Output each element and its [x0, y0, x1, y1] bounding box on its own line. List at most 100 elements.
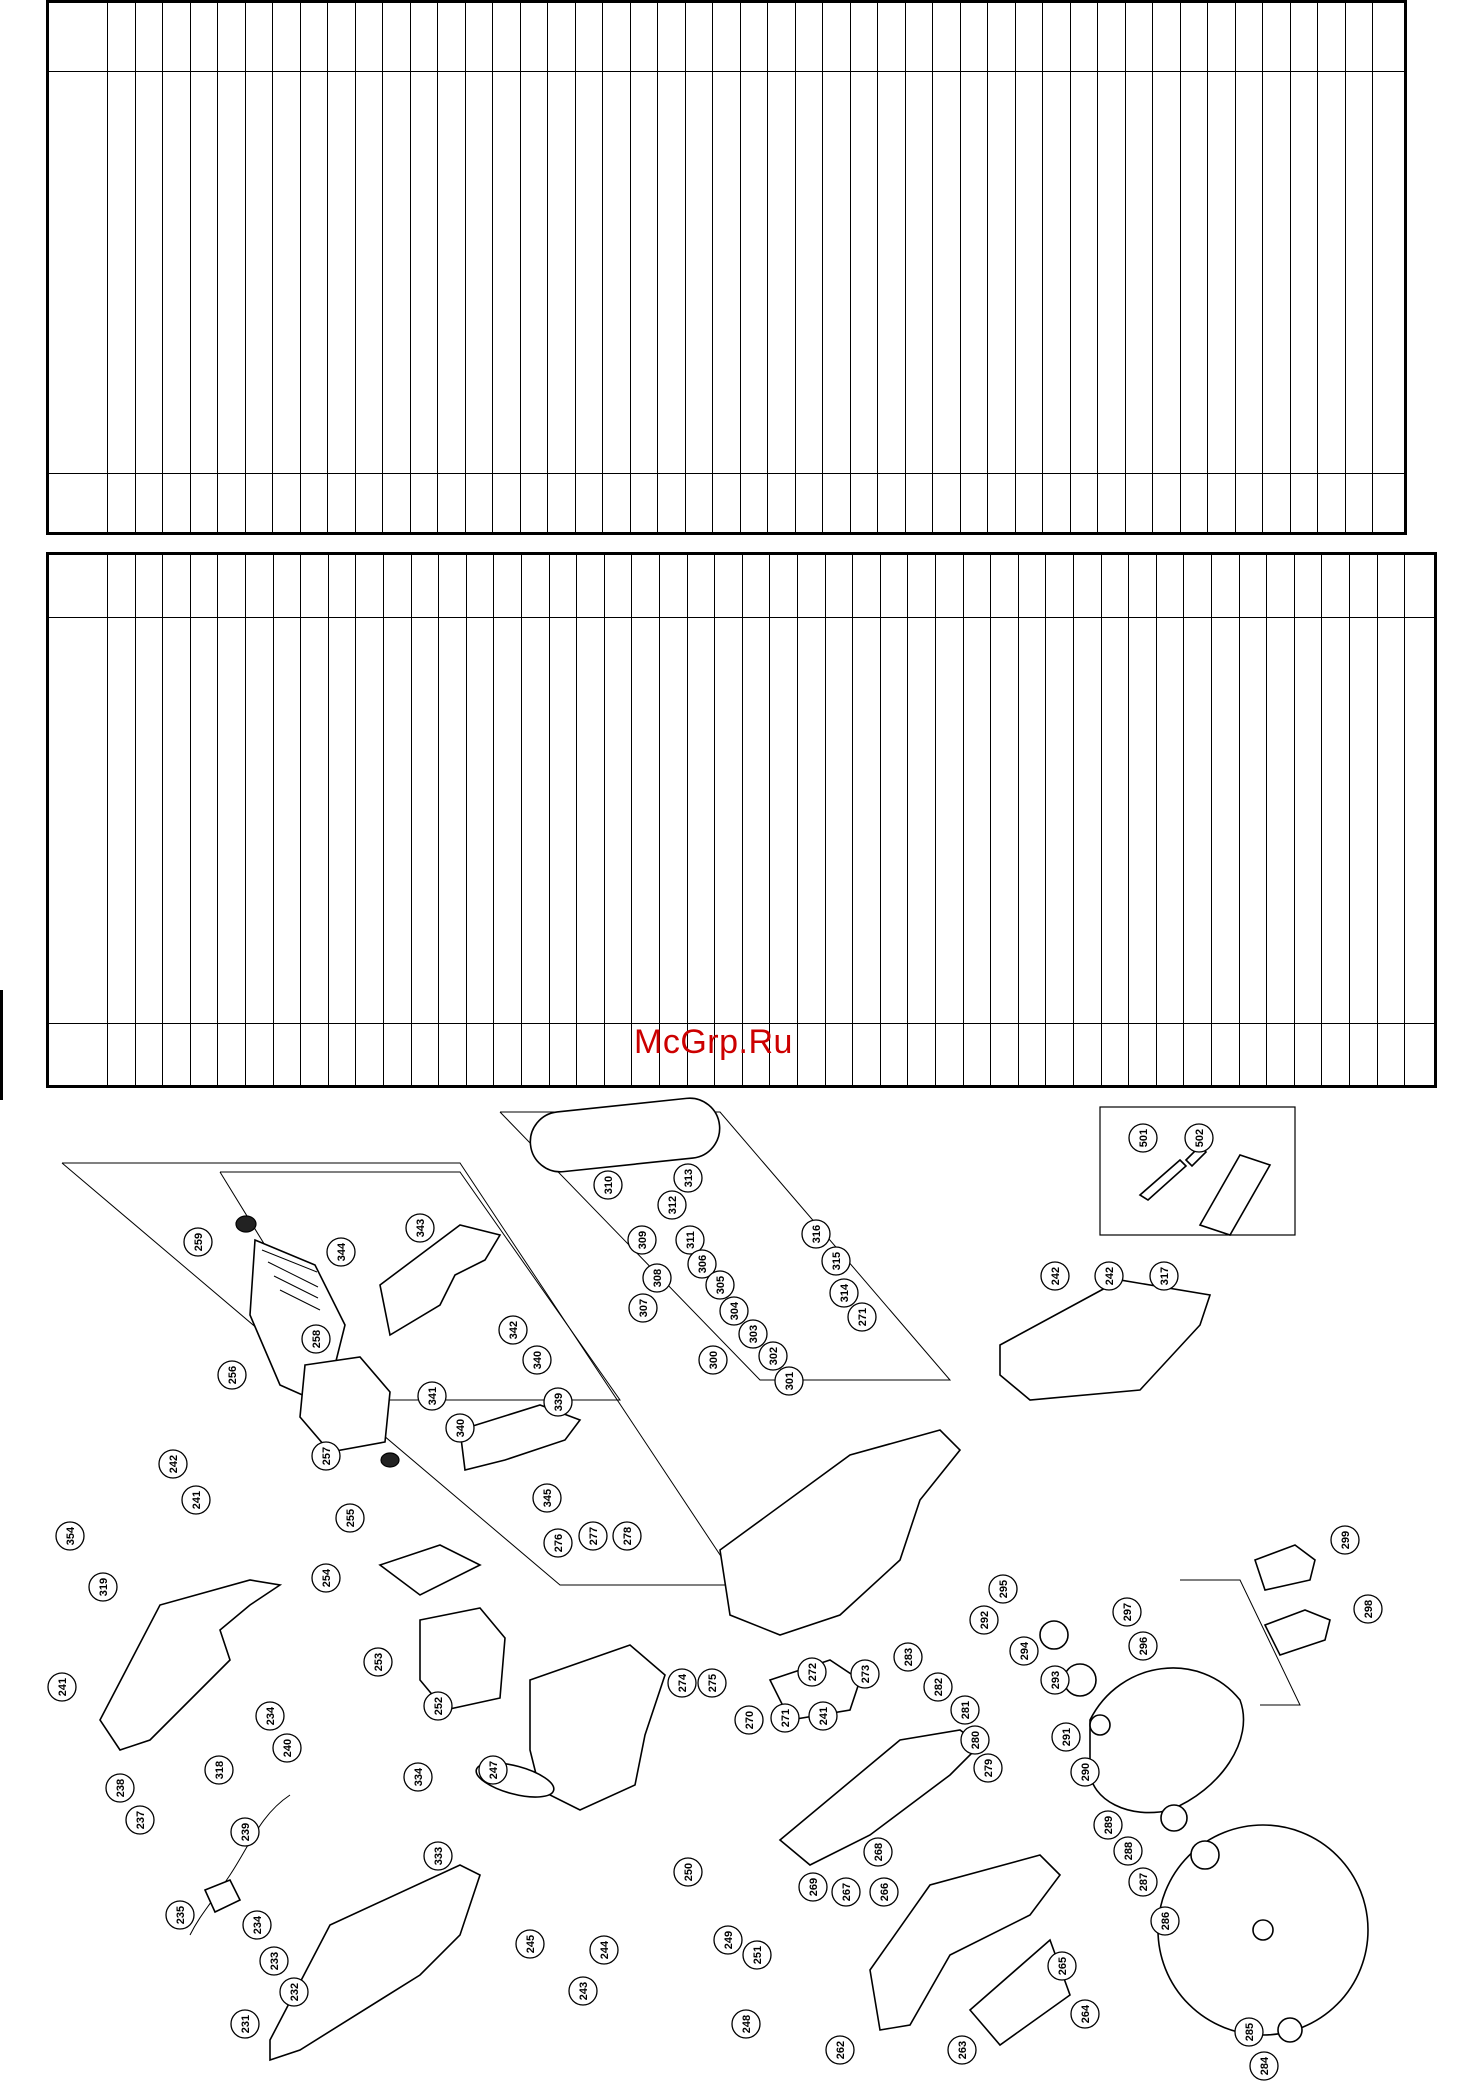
callout-317: 317 [1149, 1261, 1179, 1291]
callout-313: 313 [673, 1163, 703, 1193]
callout-267: 267 [831, 1877, 861, 1907]
callout-271: 271 [770, 1703, 800, 1733]
callout-number: 278 [622, 1527, 634, 1545]
table-column-rule [659, 555, 660, 1085]
drive-belt [529, 1097, 721, 1173]
callout-310: 310 [593, 1170, 623, 1200]
callout-309: 309 [627, 1225, 657, 1255]
callout-254: 254 [311, 1563, 341, 1593]
table-column-rule [355, 555, 357, 1085]
table-column-rule [794, 3, 796, 532]
callout-number: 258 [311, 1330, 323, 1348]
callout-number: 342 [508, 1321, 520, 1339]
table-column-rule [438, 555, 440, 1085]
table-column-rule [134, 555, 136, 1085]
table-column-rule [879, 555, 881, 1085]
callout-276: 276 [543, 1528, 573, 1558]
callout-233: 233 [259, 1946, 289, 1976]
callout-333: 333 [423, 1841, 453, 1871]
table-column-rule [134, 3, 136, 532]
table-column-rule [162, 555, 164, 1085]
table-column-rule [521, 555, 522, 1085]
callout-number: 250 [683, 1863, 695, 1881]
table-column-rule [354, 3, 356, 532]
callout-number: 290 [1080, 1763, 1092, 1781]
callout-number: 292 [979, 1611, 991, 1629]
callout-number: 339 [553, 1393, 565, 1411]
callout-354: 354 [55, 1521, 85, 1551]
callout-number: 243 [578, 1982, 590, 2000]
callout-number: 275 [707, 1674, 719, 1692]
table-column-rule [1179, 3, 1181, 532]
table-column-rule [1376, 555, 1378, 1085]
callout-number: 299 [1340, 1531, 1352, 1549]
table-column-rule [987, 3, 988, 532]
callout-244: 244 [589, 1935, 619, 1965]
power-cord [189, 1794, 291, 1936]
callout-number: 319 [98, 1578, 110, 1596]
table-column-rule [272, 3, 273, 532]
callout-number: 293 [1050, 1671, 1062, 1689]
callout-502: 502 [1184, 1123, 1214, 1153]
callout-number: 344 [336, 1242, 348, 1261]
callout-339: 339 [543, 1387, 573, 1417]
callout-number: 245 [525, 1935, 537, 1953]
callout-number: 238 [115, 1779, 127, 1797]
table-column-rule [822, 3, 823, 532]
parts-list-table-bottom [46, 552, 1437, 1088]
callout-293: 293 [1040, 1665, 1070, 1695]
stator [299, 1356, 391, 1453]
callout-number: 283 [903, 1648, 915, 1666]
table-column-rule [465, 555, 467, 1085]
callout-number: 302 [768, 1347, 780, 1365]
blade-arbor [1252, 1919, 1274, 1941]
callout-number: 341 [427, 1387, 439, 1405]
callout-302: 302 [758, 1341, 788, 1371]
callout-number: 254 [321, 1568, 333, 1587]
callout-242: 242 [158, 1449, 188, 1479]
table-column-rule [327, 555, 329, 1085]
callout-number: 257 [321, 1447, 333, 1465]
callout-number: 314 [839, 1283, 851, 1302]
table-column-rule [959, 3, 961, 532]
callout-number: 233 [269, 1952, 281, 1970]
callout-272: 272 [797, 1657, 827, 1687]
table-column-rule [1045, 555, 1047, 1085]
callout-number: 304 [729, 1301, 741, 1320]
table-column-rule [1097, 3, 1098, 532]
callout-265: 265 [1047, 1951, 1077, 1981]
table-column-rule [410, 555, 412, 1085]
table-column-rule [1183, 555, 1185, 1085]
gear [1039, 1620, 1069, 1650]
table-column-rule [409, 3, 411, 532]
callout-241: 241 [808, 1701, 838, 1731]
callout-235: 235 [165, 1900, 195, 1930]
table-column-rule [272, 555, 274, 1085]
callout-340: 340 [445, 1413, 475, 1443]
callout-241: 241 [47, 1672, 77, 1702]
plug [203, 1878, 242, 1914]
table-column-rule [1289, 3, 1291, 532]
table-column-rule [767, 3, 768, 532]
table-column-rule [1069, 3, 1071, 532]
lower-guard [869, 1854, 1062, 2031]
callout-252: 252 [423, 1691, 453, 1721]
callout-232: 232 [279, 1977, 309, 2007]
callout-305: 305 [705, 1270, 735, 1300]
callout-number: 294 [1019, 1641, 1031, 1660]
callout-number: 345 [542, 1489, 554, 1507]
table-column-rule [1014, 3, 1016, 532]
table-column-rule [189, 3, 191, 532]
callout-243: 243 [568, 1976, 598, 2006]
blade-washer [1277, 2017, 1303, 2043]
callout-number: 241 [191, 1491, 203, 1509]
arm-gearbox [719, 1429, 962, 1636]
blade-guard-bracket [1263, 1609, 1331, 1656]
callout-number: 296 [1138, 1637, 1150, 1655]
callout-316: 316 [801, 1219, 831, 1249]
table-column-rule [1317, 3, 1318, 532]
callout-number: 291 [1061, 1728, 1073, 1746]
table-column-rule [107, 3, 108, 532]
callout-number: 241 [57, 1678, 69, 1696]
assembly-outline-guard [1180, 1579, 1301, 1706]
